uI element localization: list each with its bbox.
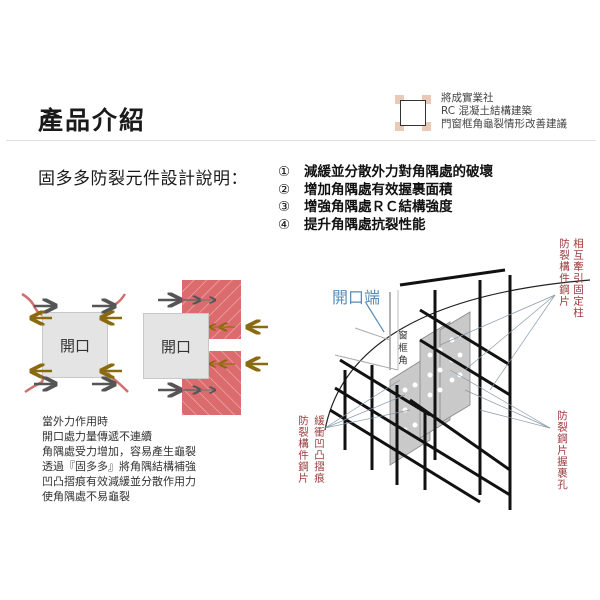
company-info: 將成實業社 RC 混凝土結構建築 門窗框角龜裂情形改善建議 [441, 92, 567, 131]
label-anticrack-steel-bottom: 防裂構件鋼片 [297, 415, 309, 484]
company-line2: RC 混凝土結構建築 [441, 105, 532, 117]
header-divider [6, 140, 596, 141]
label-buffer-folds: 緩衝凹凸摺痕 [313, 415, 325, 484]
label-grip-holes: 防裂鋼片握裹孔 [556, 410, 568, 491]
label-anticrack-steel-top: 防裂構件鋼片 [558, 238, 570, 307]
company-logo-icon [395, 95, 431, 131]
opening-box-before: 開口 [42, 312, 108, 378]
company-line3: 門窗框角龜裂情形改善建議 [441, 118, 567, 130]
opening-box-after: 開口 [143, 313, 209, 379]
description-text: 當外力作用時 開口處力量傳遞不連續 角隅處受力增加，容易產生龜裂 透過『固多多』… [42, 415, 196, 503]
rebar-diagram [324, 268, 591, 510]
section-subtitle: 固多多防裂元件設計說明： [38, 169, 248, 189]
label-tie-column: 相互牽引固定柱 [572, 238, 584, 319]
force-arrows [0, 280, 268, 415]
company-name: 將成實業社 [441, 92, 494, 104]
opening-end-label: 開口端 [332, 288, 381, 307]
window-frame-corner-label: 窗框角 [396, 330, 407, 368]
page-title: 產品介紹 [38, 106, 147, 135]
